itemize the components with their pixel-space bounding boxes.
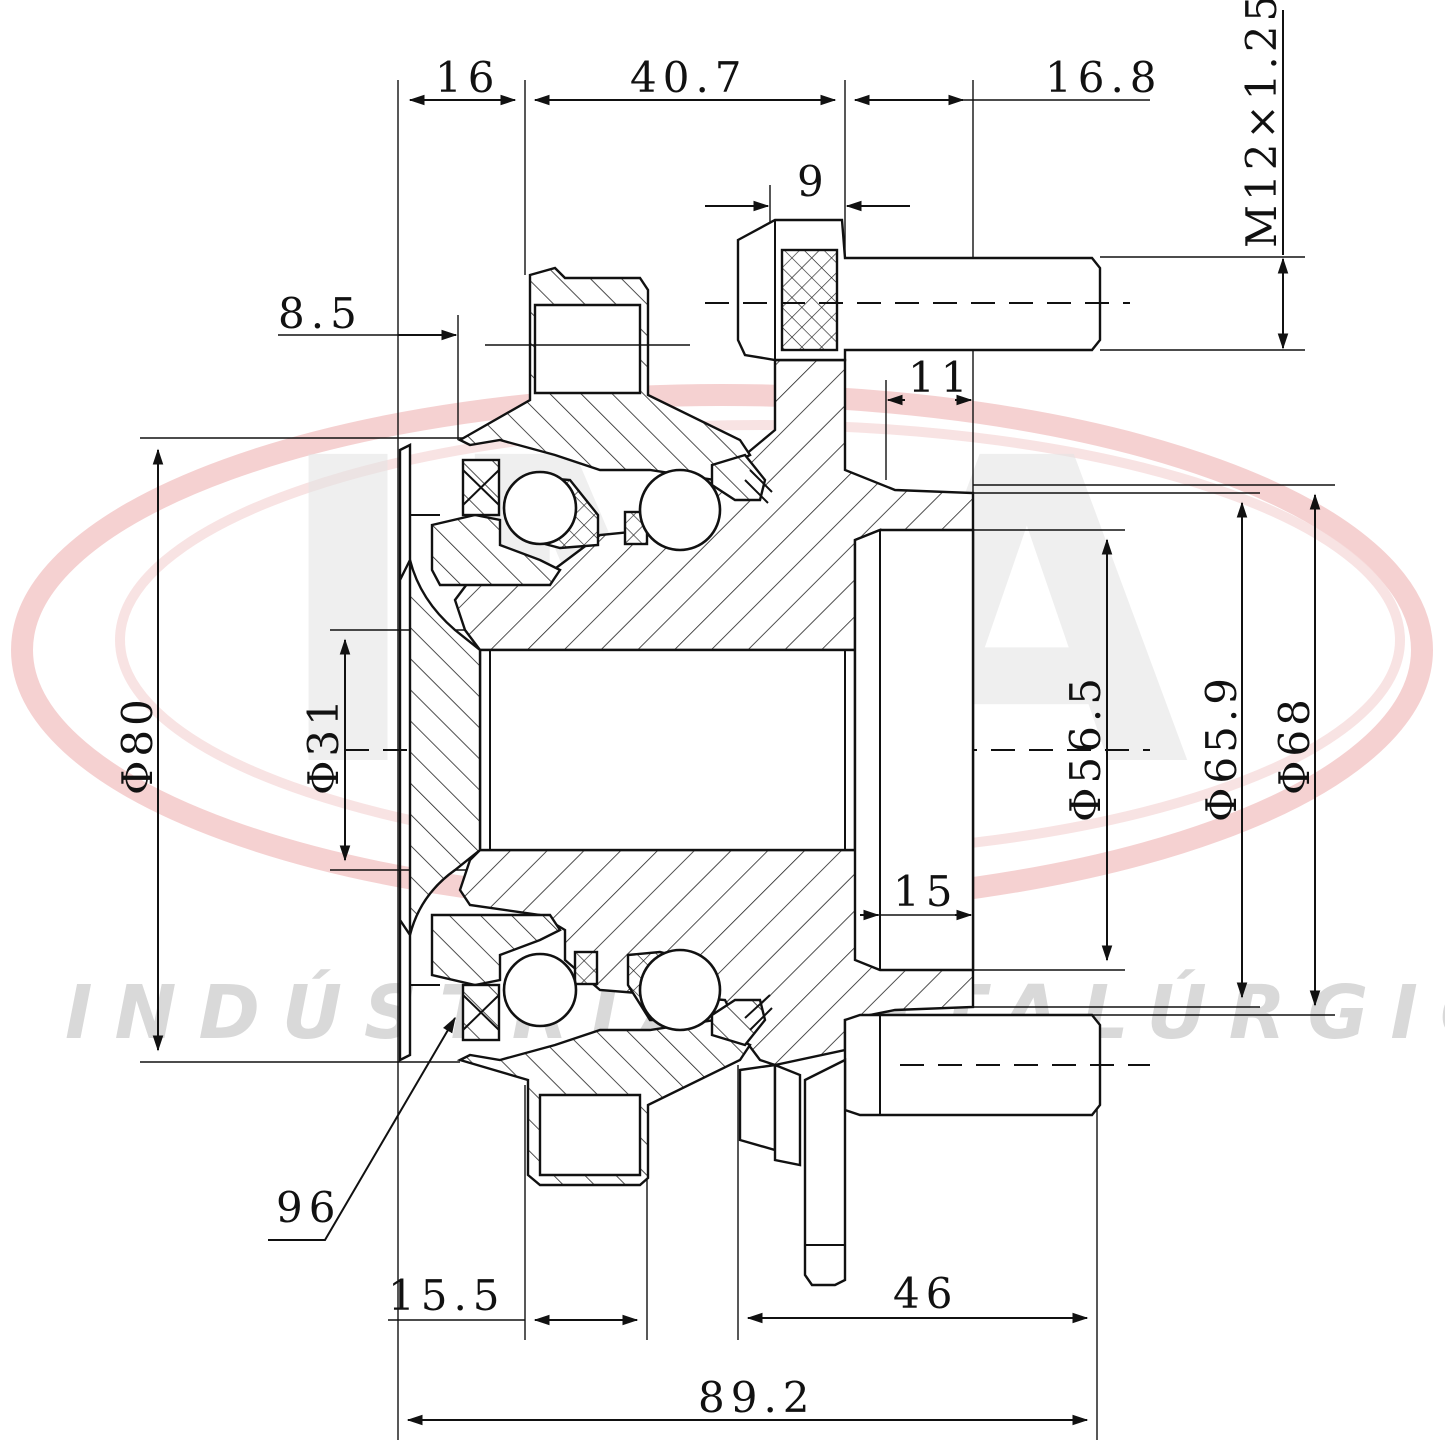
dim-8-5: 8.5 — [278, 289, 363, 338]
seal-upper-right — [710, 453, 773, 504]
dim-96: 96 — [276, 1183, 341, 1232]
dim-15: 15 — [893, 867, 958, 916]
ball-upper-inner — [502, 470, 578, 546]
inner-spigot — [408, 559, 482, 936]
cage-tab-lower — [573, 950, 599, 986]
dim-40-7: 40.7 — [630, 53, 748, 102]
dim-9: 9 — [797, 157, 830, 206]
dust-shield — [399, 443, 440, 1061]
hub-bore — [478, 648, 857, 852]
seal-lower-left — [461, 983, 501, 1042]
dim-16-8: 16.8 — [1045, 53, 1163, 102]
dimension-lines — [152, 10, 1321, 1426]
dim-thread: M12×1.25 — [1237, 0, 1286, 248]
seal-upper-left — [461, 458, 501, 517]
dim-11: 11 — [908, 353, 973, 402]
stud-knurl-upper — [780, 248, 839, 352]
inner-ring-upper — [430, 513, 562, 587]
seal-lower-right — [710, 994, 773, 1047]
dim-dia-68: Φ68 — [1270, 695, 1319, 795]
dim-16: 16 — [435, 53, 500, 102]
dim-15-5: 15.5 — [388, 1271, 506, 1320]
wheel-stud-upper — [705, 218, 1130, 362]
ball-lower-outer — [638, 948, 722, 1032]
dim-dia-80: Φ80 — [113, 695, 162, 795]
wheel-stud-lower — [738, 1013, 1150, 1287]
dim-dia-56-5: Φ56.5 — [1061, 674, 1110, 822]
dim-46: 46 — [893, 1269, 958, 1318]
dimension-labels: 16 40.7 16.8 9 8.5 11 15 96 15.5 46 89.2… — [113, 0, 1319, 1422]
ball-lower-inner — [502, 952, 578, 1028]
knuckle-bolt-hole-upper — [533, 303, 642, 395]
knuckle-bolt-hole-lower — [538, 1093, 642, 1177]
dim-89-2: 89.2 — [698, 1373, 816, 1422]
ball-upper-outer — [638, 468, 722, 552]
dim-dia-31: Φ31 — [299, 695, 348, 795]
dim-dia-65-9: Φ65.9 — [1197, 674, 1246, 822]
inner-ring-lower — [430, 913, 562, 987]
